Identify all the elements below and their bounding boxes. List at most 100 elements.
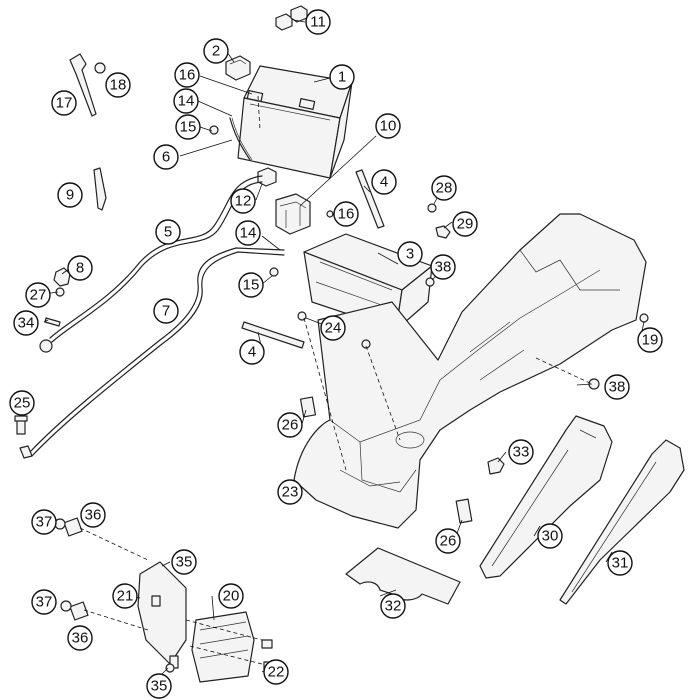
- spacer-36-lower-part: [69, 601, 89, 621]
- svg-text:3: 3: [406, 246, 414, 263]
- callout-7: 7: [153, 298, 179, 324]
- callout-35-lower: 35: [146, 673, 172, 699]
- screw-24-part: [297, 311, 307, 321]
- svg-text:7: 7: [162, 303, 170, 320]
- callout-25: 25: [9, 390, 35, 416]
- callout-29: 29: [452, 211, 478, 237]
- callout-8: 8: [67, 255, 93, 281]
- svg-text:14: 14: [240, 225, 257, 242]
- callout-16-lower: 16: [333, 201, 359, 227]
- nut-29-part: [435, 225, 451, 239]
- svg-text:31: 31: [612, 555, 629, 572]
- callout-3: 3: [397, 241, 423, 267]
- svg-text:26: 26: [440, 533, 457, 550]
- screw-24b-part: [361, 339, 371, 349]
- callout-10: 10: [375, 113, 401, 139]
- svg-text:17: 17: [56, 95, 73, 112]
- callout-5: 5: [155, 219, 181, 245]
- bracket-part: [69, 53, 97, 117]
- bolt-part: [14, 415, 28, 435]
- callout-11: 11: [305, 9, 331, 35]
- callout-12: 12: [230, 188, 256, 214]
- svg-text:10: 10: [380, 118, 397, 135]
- callout-2: 2: [203, 38, 229, 64]
- svg-text:32: 32: [385, 598, 402, 615]
- callout-19: 19: [637, 327, 663, 353]
- svg-text:35: 35: [176, 554, 193, 571]
- svg-text:33: 33: [513, 444, 530, 461]
- callout-31: 31: [607, 550, 633, 576]
- callout-15-lower: 15: [238, 272, 264, 298]
- callout-38-upper: 38: [430, 254, 456, 280]
- callout-36-lower: 36: [67, 625, 93, 651]
- rear-frame-airbox-part: [293, 213, 647, 529]
- svg-text:11: 11: [310, 14, 326, 31]
- svg-text:2: 2: [212, 43, 220, 60]
- washer-37-lower-part: [60, 600, 72, 612]
- callouts-layer: 1 2 3 4 4 5 6 7 8 9 10 11 12 14 14 15 15…: [9, 9, 663, 699]
- svg-text:34: 34: [18, 315, 35, 332]
- regulator-assembly-part: [137, 561, 275, 683]
- svg-text:5: 5: [164, 224, 172, 241]
- callout-36-upper: 36: [80, 502, 106, 528]
- terminal-cap-part: [275, 5, 308, 31]
- cover-plate-part: [345, 547, 461, 605]
- svg-text:38: 38: [609, 379, 626, 396]
- callout-6: 6: [153, 144, 179, 170]
- svg-text:37: 37: [36, 594, 53, 611]
- svg-text:6: 6: [162, 149, 170, 166]
- callout-20: 20: [218, 583, 244, 609]
- screw-part: [44, 317, 61, 327]
- screw-19-part: [639, 313, 649, 323]
- clip-part-upper: [299, 396, 317, 418]
- callout-14-upper: 14: [173, 88, 199, 114]
- callout-32: 32: [380, 593, 406, 619]
- rubber-cap-part: [53, 267, 71, 287]
- battery-clip-part: [225, 55, 251, 81]
- callout-37-lower: 37: [31, 589, 57, 615]
- svg-text:37: 37: [36, 514, 53, 531]
- parts-layer: [14, 5, 685, 683]
- svg-text:30: 30: [542, 528, 559, 545]
- svg-text:35: 35: [151, 678, 168, 695]
- starter-cable: [19, 247, 285, 459]
- relay-holder-part: [257, 167, 311, 235]
- svg-text:21: 21: [117, 588, 134, 605]
- callout-4-upper: 4: [371, 169, 397, 195]
- callout-14-lower: 14: [235, 220, 261, 246]
- holder-rod-upper: [355, 169, 385, 229]
- svg-text:18: 18: [110, 77, 127, 94]
- svg-text:1: 1: [338, 69, 346, 86]
- callout-22: 22: [263, 659, 289, 685]
- svg-text:16: 16: [338, 206, 355, 223]
- svg-text:8: 8: [76, 260, 84, 277]
- svg-text:29: 29: [457, 216, 474, 233]
- svg-text:19: 19: [642, 332, 659, 349]
- callout-38-lower: 38: [604, 374, 630, 400]
- battery-cable-short: [229, 117, 251, 161]
- svg-text:36: 36: [85, 507, 102, 524]
- svg-text:23: 23: [282, 484, 299, 501]
- callout-1: 1: [329, 64, 355, 90]
- holder-rod-lower: [241, 321, 305, 349]
- callout-15-upper: 15: [175, 114, 201, 140]
- svg-text:26: 26: [282, 417, 299, 434]
- svg-text:15: 15: [243, 277, 260, 294]
- svg-text:25: 25: [14, 395, 31, 412]
- washer-15-lower-part: [269, 267, 279, 277]
- callout-26-upper: 26: [277, 412, 303, 438]
- callout-18: 18: [105, 72, 131, 98]
- washer-15-upper-part: [209, 125, 219, 135]
- callout-27: 27: [25, 282, 51, 308]
- svg-text:22: 22: [268, 664, 285, 681]
- callout-16-upper: 16: [174, 62, 200, 88]
- spacer-36-upper-part: [63, 517, 83, 537]
- svg-text:27: 27: [30, 287, 47, 304]
- svg-text:20: 20: [223, 588, 240, 605]
- svg-text:4: 4: [380, 174, 388, 191]
- callout-24: 24: [320, 315, 346, 341]
- screw-35-part: [165, 663, 175, 673]
- callout-23: 23: [277, 479, 303, 505]
- side-panel-left-part: [479, 415, 613, 579]
- svg-text:36: 36: [72, 630, 89, 647]
